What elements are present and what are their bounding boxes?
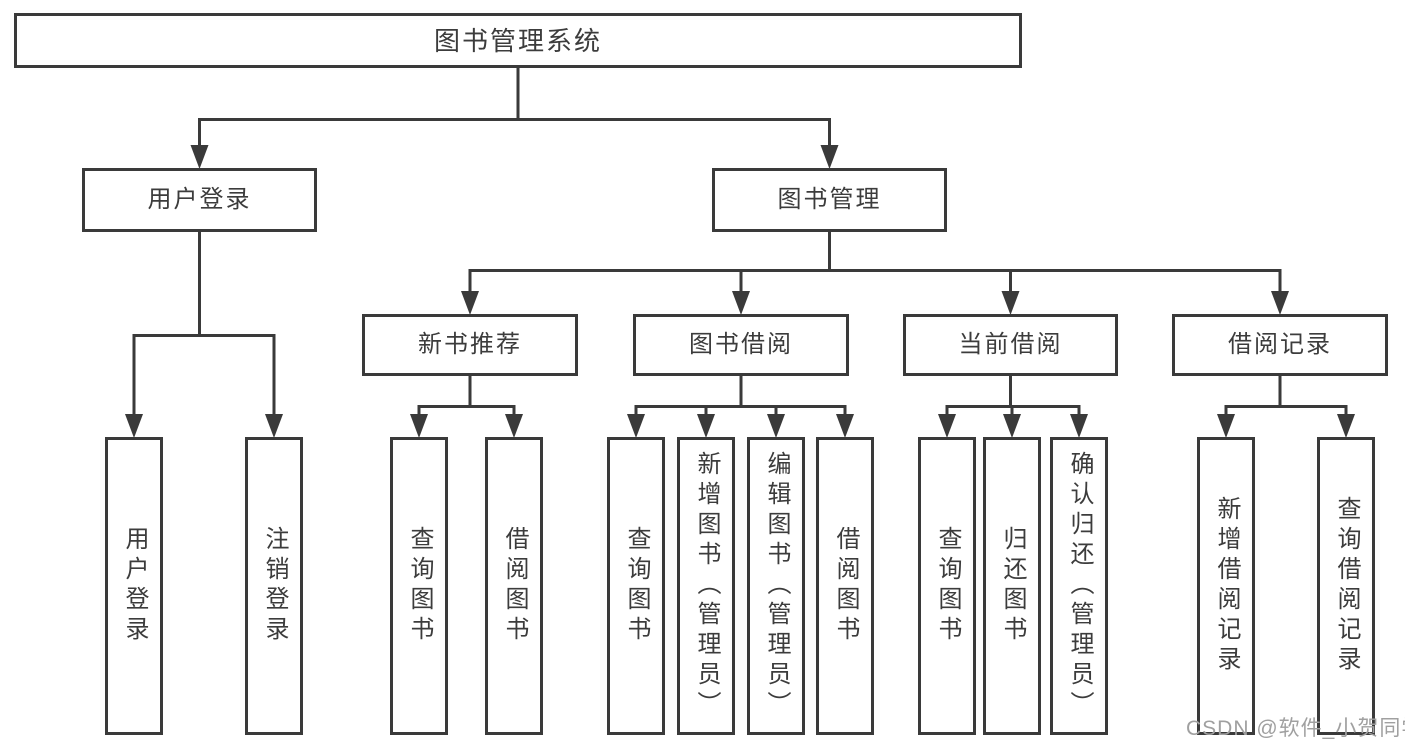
leaf-query-book-current-label: 查询图书 (934, 526, 961, 646)
node-current-borrow-label: 当前借阅 (958, 331, 1063, 358)
leaf-confirm-return-admin-label: 确认归还（管理员） (1066, 451, 1093, 721)
leaf-query-borrow-record: 查询借阅记录 (1317, 437, 1375, 735)
leaf-logout-label: 注销登录 (261, 526, 288, 646)
node-user-login-label: 用户登录 (147, 186, 252, 213)
leaf-query-book-borrow: 查询图书 (607, 437, 665, 735)
leaf-edit-book-admin-label: 编辑图书（管理员） (763, 451, 790, 721)
node-borrow-records: 借阅记录 (1172, 314, 1388, 376)
leaf-query-book-borrow-label: 查询图书 (623, 526, 650, 646)
watermark: CSDN @软件_小贺同学 (1186, 717, 1405, 740)
node-new-book-recommend: 新书推荐 (362, 314, 578, 376)
leaf-borrow-book-recommend-label: 借阅图书 (501, 526, 528, 646)
node-book-borrow: 图书借阅 (633, 314, 849, 376)
node-book-management: 图书管理 (712, 168, 947, 232)
node-user-login: 用户登录 (82, 168, 317, 232)
leaf-borrow-book: 借阅图书 (816, 437, 874, 735)
leaf-query-borrow-record-label: 查询借阅记录 (1333, 496, 1360, 676)
leaf-add-book-admin-label: 新增图书（管理员） (693, 451, 720, 721)
leaf-add-borrow-record-label: 新增借阅记录 (1213, 496, 1240, 676)
leaf-borrow-book-recommend: 借阅图书 (485, 437, 543, 735)
node-root-label: 图书管理系统 (433, 25, 602, 56)
leaf-edit-book-admin: 编辑图书（管理员） (747, 437, 805, 735)
leaf-add-borrow-record: 新增借阅记录 (1197, 437, 1255, 735)
node-root: 图书管理系统 (14, 13, 1022, 68)
node-book-borrow-label: 图书借阅 (689, 331, 793, 358)
leaf-return-book-label: 归还图书 (999, 526, 1026, 646)
node-new-book-recommend-label: 新书推荐 (418, 331, 522, 358)
node-current-borrow: 当前借阅 (903, 314, 1118, 376)
leaf-logout: 注销登录 (245, 437, 303, 735)
leaf-query-book-current: 查询图书 (918, 437, 976, 735)
leaf-borrow-book-label: 借阅图书 (832, 526, 859, 646)
leaf-confirm-return-admin: 确认归还（管理员） (1050, 437, 1108, 735)
node-book-management-label: 图书管理 (777, 186, 882, 213)
leaf-query-book-recommend-label: 查询图书 (406, 526, 433, 646)
leaf-query-book-recommend: 查询图书 (390, 437, 448, 735)
leaf-return-book: 归还图书 (983, 437, 1041, 735)
leaf-add-book-admin: 新增图书（管理员） (677, 437, 735, 735)
node-borrow-records-label: 借阅记录 (1228, 331, 1332, 358)
leaf-user-login: 用户登录 (105, 437, 163, 735)
leaf-user-login-label: 用户登录 (121, 526, 148, 646)
